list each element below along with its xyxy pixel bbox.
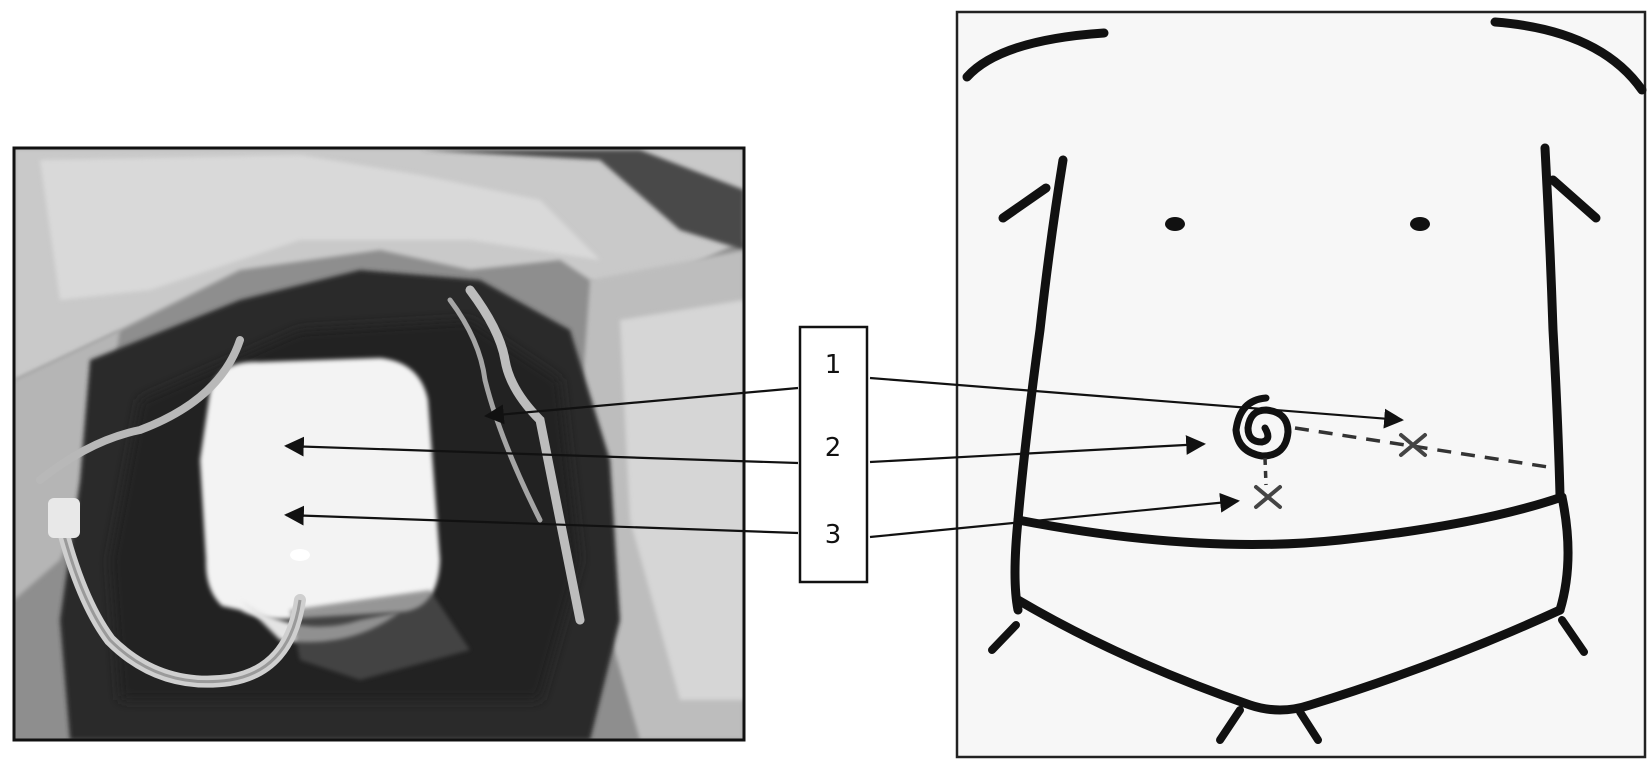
label-2: 2 xyxy=(825,433,842,463)
label-1: 1 xyxy=(825,350,842,380)
abdomen-drawing xyxy=(957,12,1645,757)
surgical-photo xyxy=(14,148,744,740)
label-3: 3 xyxy=(825,520,842,550)
